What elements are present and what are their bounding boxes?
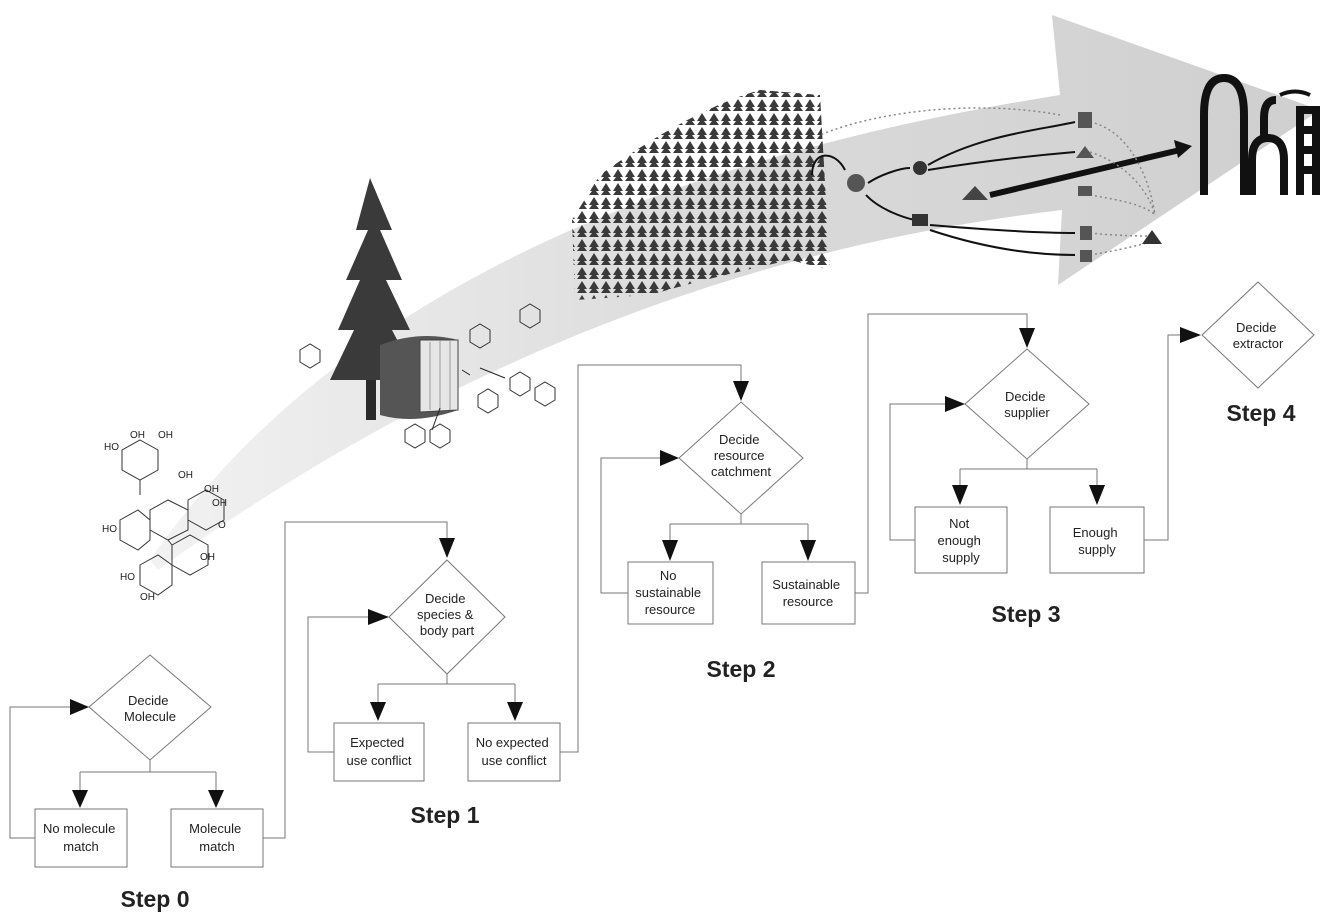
small-molecules-icon (299, 303, 556, 449)
chip-pile-icon (962, 186, 988, 200)
step1-label: Step 1 (410, 802, 479, 828)
svg-text:HO: HO (120, 572, 135, 583)
conifer-tree-icon (330, 178, 418, 420)
step3-right-box (1049, 506, 1145, 574)
process-arrow-band (150, 15, 1320, 570)
step4-decision-label: Decide extractor (1233, 320, 1284, 351)
step1-left-box (333, 722, 425, 782)
step-0: Decide Molecule No molecule match Molecu… (9, 654, 264, 912)
step2-label: Step 2 (706, 656, 775, 682)
step4-label: Step 4 (1226, 400, 1295, 426)
step-3: Decide supplier Not enough supply Enough… (889, 348, 1145, 627)
step2-left-label: No sustainable resource (635, 568, 704, 617)
step3-label: Step 3 (991, 601, 1060, 627)
step1-decision-label: Decide species & body part (417, 591, 477, 638)
svg-text:OH: OH (130, 430, 145, 441)
step3-decision-diamond (964, 348, 1090, 460)
step0-left-label: No molecule match (43, 821, 119, 854)
svg-text:OH: OH (212, 498, 227, 509)
step1-right-label: No expected use conflict (476, 735, 553, 768)
step-4: Decide extractor Step 4 (1201, 281, 1315, 426)
step0-right-label: Molecule match (189, 821, 245, 854)
step1-right-box (467, 722, 561, 782)
step4-decision-diamond (1201, 281, 1315, 389)
step2-right-box (761, 561, 856, 625)
forest-icon (572, 90, 830, 300)
svg-text:OH: OH (178, 470, 193, 481)
step0-decision-label: Decide Molecule (124, 693, 176, 724)
step3-decision-label: Decide supplier (1004, 389, 1050, 420)
svg-text:OH: OH (204, 484, 219, 495)
tannin-molecule-icon (119, 439, 225, 596)
svg-text:OH: OH (158, 430, 173, 441)
svg-text:HO: HO (104, 442, 119, 453)
svg-text:O: O (218, 520, 226, 531)
step3-right-label: Enough supply (1073, 525, 1121, 557)
step2-right-label: Sustainable resource (772, 577, 844, 609)
step3-left-box (914, 506, 1008, 574)
step2-left-box (627, 561, 714, 625)
logs-icon (847, 174, 865, 192)
step0-right-box (170, 808, 264, 868)
biorefinery-icon (1200, 73, 1320, 195)
step3-left-label: Not enough supply (937, 516, 984, 565)
svg-text:OH: OH (200, 552, 215, 563)
tannin-molecule-labels: OH OH HO OH OH OH O HO OH HO OH (102, 430, 227, 603)
step-2: Decide resource catchment No sustainable… (600, 401, 856, 682)
step2-decision-label: Decide resource catchment (711, 432, 771, 479)
step0-label: Step 0 (120, 886, 189, 912)
log-cross-section-icon (380, 336, 459, 419)
sawmill-icon (913, 161, 927, 175)
step1-left-label: Expected use conflict (346, 735, 411, 768)
step0-left-box (34, 808, 128, 868)
step-1: Decide species & body part Expected use … (307, 559, 561, 828)
supply-chain-network (811, 107, 1192, 262)
svg-text:OH: OH (140, 592, 155, 603)
svg-text:HO: HO (102, 524, 117, 535)
pulp-mill-icon (912, 214, 928, 226)
